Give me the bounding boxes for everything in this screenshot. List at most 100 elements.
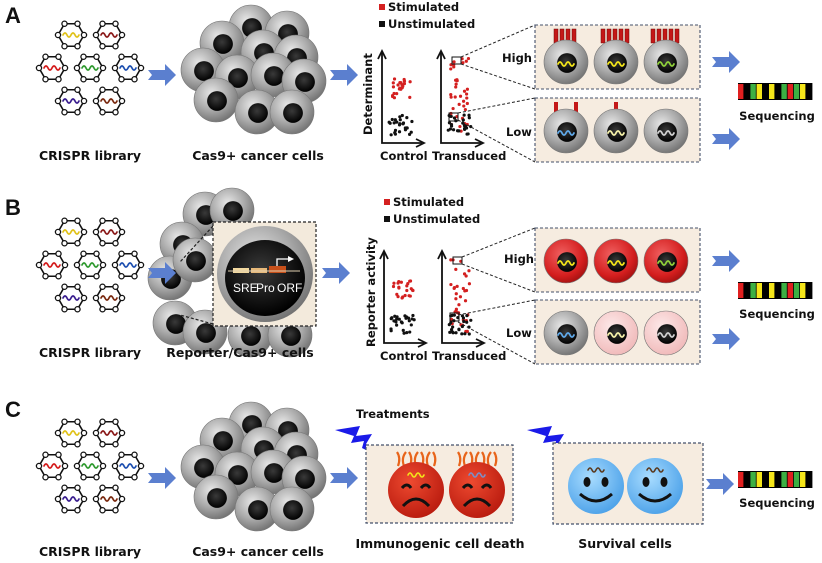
sgrna-wave	[100, 430, 118, 436]
node	[93, 451, 100, 458]
node	[112, 484, 119, 491]
y-axis-arrow	[437, 248, 447, 260]
receptor	[674, 28, 680, 44]
x-axis-arrow	[474, 138, 486, 148]
node	[80, 273, 87, 280]
barcode-bar	[781, 283, 787, 298]
data-point-stimulated	[467, 282, 472, 286]
data-point-unstimulated	[389, 317, 393, 321]
barcode-bar	[744, 472, 750, 487]
sequencing-label: Sequencing	[739, 496, 815, 510]
node	[61, 462, 69, 470]
receptor	[614, 102, 618, 112]
node	[111, 261, 119, 269]
receptor	[650, 28, 656, 44]
eye	[480, 483, 493, 490]
data-point-unstimulated	[411, 313, 415, 318]
data-point-unstimulated	[463, 124, 468, 128]
data-point-unstimulated	[405, 116, 409, 120]
data-point-unstimulated	[451, 128, 456, 132]
node	[93, 250, 100, 257]
cell	[543, 108, 589, 154]
barcode-bar	[750, 283, 756, 298]
data-point-stimulated	[465, 87, 470, 91]
barcode-bar	[756, 283, 762, 298]
data-point-unstimulated	[447, 121, 452, 125]
node	[61, 43, 68, 50]
zoom-connector	[457, 97, 536, 114]
scatter-plots	[377, 48, 486, 148]
barcode-bar	[750, 84, 756, 99]
arrow-icon	[712, 128, 740, 150]
node	[80, 53, 87, 60]
node	[112, 441, 119, 448]
data-point-unstimulated	[393, 118, 397, 122]
data-point-stimulated	[397, 279, 401, 284]
node	[55, 76, 62, 83]
data-point-unstimulated	[408, 330, 412, 334]
data-point-stimulated	[409, 287, 413, 291]
y-axis-label: Determinant	[361, 53, 375, 135]
sgrna-wave	[43, 65, 61, 71]
node	[99, 418, 106, 425]
node	[93, 474, 100, 481]
data-point-unstimulated	[467, 332, 471, 336]
node	[99, 217, 106, 224]
sgrna-wave	[81, 65, 99, 71]
y-axis-arrow	[377, 48, 387, 60]
data-point-stimulated	[466, 56, 471, 61]
node	[61, 86, 68, 93]
node	[55, 474, 62, 481]
data-point-stimulated	[449, 93, 453, 97]
sgrna-wave	[81, 262, 99, 268]
data-point-stimulated	[463, 299, 468, 303]
barcode-bar	[762, 472, 769, 487]
node	[55, 53, 62, 60]
sgrna-wave	[657, 61, 675, 67]
barcode-bar	[762, 283, 769, 298]
x-axis-arrow	[417, 338, 429, 348]
nucleus	[196, 323, 216, 343]
data-point-unstimulated	[457, 327, 461, 331]
library-label: CRISPR library	[39, 544, 141, 559]
data-point-stimulated	[457, 102, 461, 106]
flame	[457, 451, 462, 467]
cancer-cell-cluster	[180, 4, 327, 135]
x-axis-arrow	[415, 138, 427, 148]
receptor	[554, 102, 558, 112]
node	[99, 86, 106, 93]
sgrna-wave	[43, 463, 61, 469]
nucleus	[213, 34, 233, 54]
sgrna-wave	[119, 65, 137, 71]
legend: Stimulated Unstimulated	[379, 0, 475, 31]
cell	[643, 108, 689, 154]
nucleus	[228, 465, 248, 485]
node	[118, 474, 125, 481]
node	[61, 306, 68, 313]
cell	[209, 187, 255, 233]
nucleus	[264, 66, 284, 86]
frown	[401, 497, 431, 508]
node	[99, 306, 106, 313]
plot-axes	[383, 253, 424, 344]
sgrna-wave	[62, 496, 80, 502]
eye	[419, 483, 432, 490]
node	[35, 462, 43, 470]
data-point-unstimulated	[397, 130, 402, 134]
data-point-stimulated	[391, 284, 396, 289]
node	[61, 283, 68, 290]
node	[112, 507, 119, 514]
data-point-unstimulated	[404, 316, 408, 320]
sgrna-wave	[100, 32, 118, 38]
data-point-unstimulated	[451, 325, 455, 329]
data-point-unstimulated	[397, 317, 401, 321]
zoom-connector	[457, 299, 536, 316]
node	[118, 429, 126, 437]
node	[137, 261, 145, 269]
node	[111, 462, 119, 470]
cell	[643, 310, 689, 356]
data-point-stimulated	[461, 61, 465, 65]
node	[112, 217, 119, 224]
sgrna-wave	[468, 472, 486, 478]
sgrna-wave	[646, 467, 664, 473]
